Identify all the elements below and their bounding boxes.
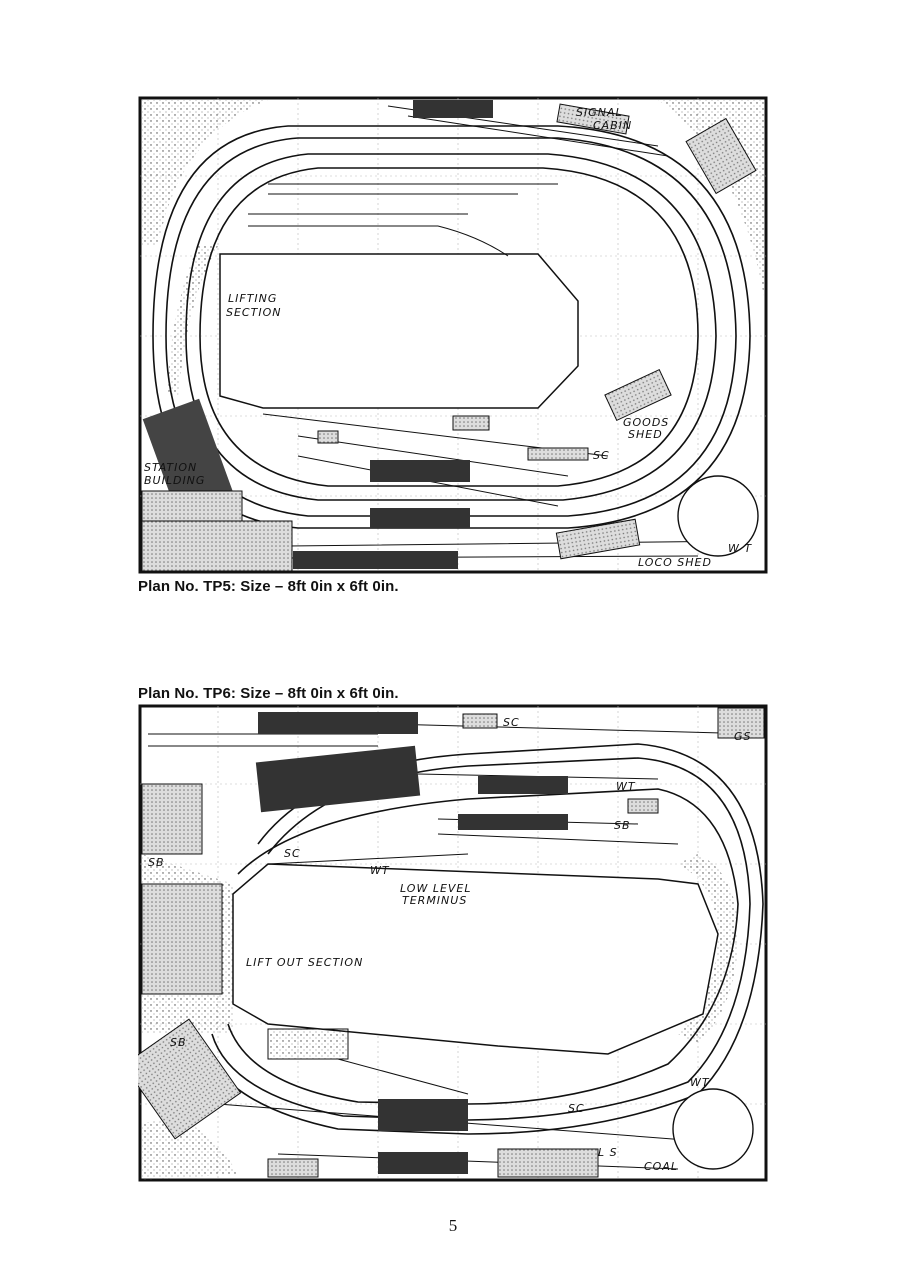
signal-cabin-building (556, 103, 630, 135)
label-cabin: CABIN (593, 119, 632, 132)
inner-track-loop (185, 153, 717, 501)
scenery-bottom-left (142, 1119, 238, 1180)
main-track-loop (197, 743, 764, 1135)
label-sc-left: SC (284, 847, 301, 860)
plan-caption-tp5: Plan No. TP5: Size – 8ft 0in x 6ft 0in. (138, 578, 399, 595)
lift-out-section (232, 863, 719, 1055)
platform-top-left (255, 745, 421, 813)
scenery-left (168, 246, 218, 396)
signal-box-building (627, 798, 659, 814)
outer-track-loop (152, 125, 751, 529)
sidings-bottom (217, 1058, 739, 1170)
label-sc-top: SC (503, 716, 520, 729)
sc-building (527, 447, 589, 461)
label-signal: SIGNAL (576, 106, 623, 119)
label-loco-shed: LOCO SHED (638, 556, 712, 569)
scenery-top-left (142, 100, 268, 246)
label-wt-right: WT (690, 1076, 710, 1089)
label-lifting: LIFTING (228, 292, 277, 305)
label-sb-left: SB (148, 856, 165, 869)
platform-mid-1 (478, 776, 568, 794)
label-low-level: LOW LEVEL (400, 882, 472, 895)
lifting-section (219, 253, 579, 409)
label-sb-bottom: SB (170, 1036, 187, 1049)
label-ls: L S (598, 1146, 618, 1159)
label-shed: SHED (628, 428, 663, 441)
sc-building-top (462, 713, 498, 729)
platform-1 (370, 460, 470, 482)
station-forecourt (141, 520, 293, 572)
main-track-loop-2 (211, 757, 751, 1121)
platform-3 (293, 551, 458, 569)
goods-shed-building (717, 707, 765, 739)
label-coal: COAL (644, 1160, 678, 1173)
plan-caption-tp6: Plan No. TP6: Size – 8ft 0in x 6ft 0in. (138, 685, 399, 702)
turntable (677, 475, 759, 557)
platform-2 (370, 508, 470, 528)
loco-shed-building (497, 1148, 599, 1178)
building-mid (452, 415, 490, 431)
loco-shed-building (555, 518, 641, 560)
track-plan-tp5-drawing: SIGNAL CABIN LIFTING SECTION GOODS SHED … (138, 96, 768, 574)
platform-top (258, 712, 418, 734)
building-left (141, 783, 203, 855)
goods-shed-building (604, 368, 672, 422)
label-terminus: TERMINUS (402, 894, 467, 907)
label-station: STATION (144, 461, 197, 474)
label-building: BUILDING (144, 474, 205, 487)
track-plan-tp6-drawing: SC GS WT SB SC WT SB LOW LEVEL TERMINUS … (138, 704, 768, 1182)
scenery-right (678, 854, 738, 1044)
hut-bottom (267, 1158, 319, 1178)
platform-bottom-2 (378, 1152, 468, 1174)
label-goods: GOODS (623, 416, 669, 429)
track-plan-tp5: SIGNAL CABIN LIFTING SECTION GOODS SHED … (138, 96, 768, 574)
inner-track-loop (227, 788, 739, 1105)
station-building-bottom-left (138, 1018, 242, 1140)
page-number: 5 (448, 1216, 458, 1235)
platform-bottom-1 (378, 1099, 468, 1131)
yard-bottom (267, 1028, 349, 1060)
label-sb-mid: SB (614, 819, 631, 832)
turntable (672, 1088, 754, 1170)
platform-mid-2 (458, 814, 568, 830)
sidings-top (248, 183, 558, 257)
station-platform (142, 398, 234, 514)
label-section: SECTION (226, 306, 281, 319)
label-gs: GS (734, 730, 752, 743)
building-top (413, 100, 493, 118)
station-building (141, 490, 243, 522)
station-building-left (141, 883, 223, 995)
label-wt-left: WT (370, 864, 390, 877)
hut-mid (317, 430, 339, 444)
label-lift-out-section: LIFT OUT SECTION (246, 956, 363, 969)
label-sc-bottom: SC (568, 1102, 585, 1115)
building-top-right (685, 117, 757, 195)
inner-track-loop-2 (199, 167, 699, 487)
label-wt: W T (728, 542, 752, 555)
track-plan-tp6: SC GS WT SB SC WT SB LOW LEVEL TERMINUS … (138, 704, 768, 1182)
outer-track-loop-2 (165, 137, 737, 517)
label-wt-top: WT (616, 780, 636, 793)
label-sc: SC (593, 449, 610, 462)
